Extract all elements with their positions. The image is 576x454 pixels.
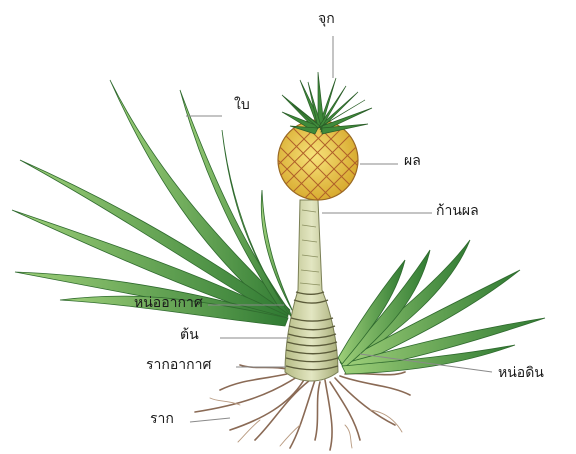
label-aerial-root: รากอากาศ xyxy=(146,358,211,372)
label-aerial-sucker: หน่ออากาศ xyxy=(134,296,203,310)
crown xyxy=(282,72,372,134)
label-peduncle: ก้านผล xyxy=(436,204,479,218)
label-fruit: ผล xyxy=(404,154,421,168)
label-root: ราก xyxy=(150,412,174,426)
label-crown: จุก xyxy=(318,12,335,26)
leader-root xyxy=(190,418,230,422)
right-leaves xyxy=(338,240,545,374)
left-leaves xyxy=(12,80,295,326)
label-leaf: ใบ xyxy=(234,98,250,112)
label-stem: ต้น xyxy=(180,328,199,342)
trunk xyxy=(285,200,338,381)
label-ground-sucker: หน่อดิน xyxy=(498,366,544,380)
